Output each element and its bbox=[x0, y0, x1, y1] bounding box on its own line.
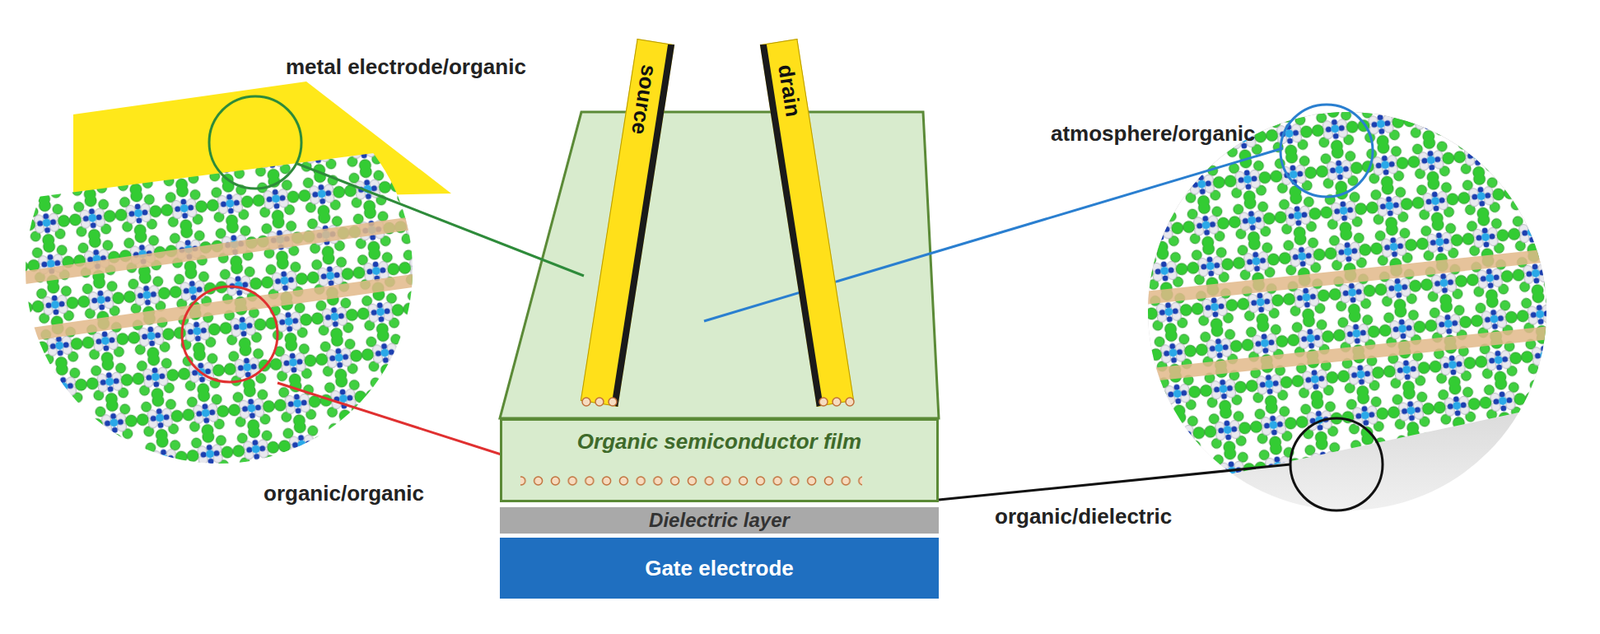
semiconductor-layer: Organic semiconductor film bbox=[499, 418, 939, 503]
interface-ring bbox=[209, 96, 302, 189]
interlayer-band bbox=[0, 209, 460, 288]
interface-ring bbox=[1280, 104, 1373, 197]
film-top-surface bbox=[499, 111, 939, 419]
leader-line bbox=[277, 382, 528, 463]
gate-electrode: Gate electrode bbox=[499, 537, 939, 599]
leader-line bbox=[295, 163, 584, 276]
interface-label: organic/dielectric bbox=[994, 503, 1172, 530]
node-label: drain bbox=[772, 62, 806, 119]
node-label: Gate electrode bbox=[644, 555, 794, 582]
dielectric-layer: Dielectric layer bbox=[499, 507, 939, 534]
leader-line bbox=[938, 464, 1291, 500]
interface-ring bbox=[1290, 418, 1383, 511]
interlayer-band bbox=[1137, 247, 1565, 305]
molecular-packing-left bbox=[0, 65, 460, 478]
molecule-lattice bbox=[1144, 107, 1557, 519]
node-label: source bbox=[625, 62, 663, 136]
interface-ring bbox=[181, 286, 278, 383]
node-label: Organic semiconductor film bbox=[577, 429, 862, 455]
interface-label: atmosphere/organic bbox=[1050, 121, 1256, 147]
interlayer-band bbox=[1137, 324, 1565, 383]
molecular-packing-right bbox=[1137, 107, 1565, 519]
interlayer-band bbox=[0, 267, 460, 346]
interface-label: metal electrode/organic bbox=[285, 54, 527, 80]
node-label: Dielectric layer bbox=[648, 508, 790, 532]
interface-label: organic/organic bbox=[263, 480, 425, 507]
dielectric-surface bbox=[1144, 107, 1557, 519]
